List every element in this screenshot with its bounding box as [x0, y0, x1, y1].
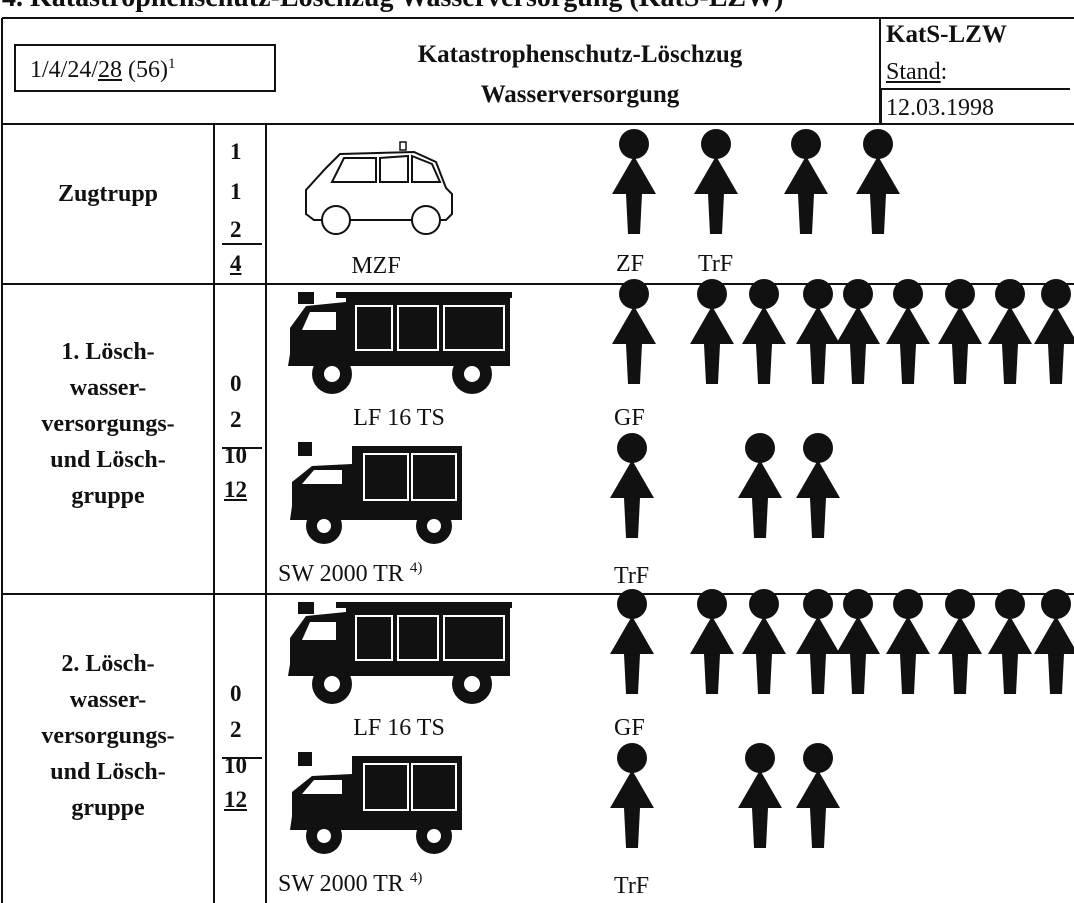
person-icon — [856, 129, 900, 234]
person-icon — [690, 589, 734, 694]
person-icon — [1034, 279, 1074, 384]
person-icon — [886, 589, 930, 694]
vehicle-label: SW 2000 TR 4) — [278, 870, 423, 897]
person-icon — [690, 279, 734, 384]
strength-c: 2 — [230, 217, 242, 242]
fire-truck-icon — [290, 442, 462, 544]
strength-a: 1 — [230, 139, 242, 164]
person-icon — [612, 279, 656, 384]
car-icon — [305, 141, 453, 235]
person-icon — [742, 279, 786, 384]
strength-total: 12 — [224, 787, 247, 812]
person-icon — [938, 589, 982, 694]
row-name: versorgungs- — [41, 411, 175, 437]
person-icon — [836, 279, 880, 384]
header-title-line2: Wasserversorgung — [480, 81, 680, 108]
row-name: und Lösch- — [50, 759, 166, 785]
row-name: gruppe — [71, 795, 145, 821]
person-icon — [610, 433, 654, 538]
row-name: 1. Lösch- — [61, 339, 155, 365]
row-name: und Lösch- — [50, 447, 166, 473]
person-icon — [988, 279, 1032, 384]
person-icon — [938, 279, 982, 384]
strength-a: 0 — [230, 681, 242, 706]
person-icon — [738, 433, 782, 538]
vehicle-label: SW 2000 TR 4) — [278, 560, 423, 587]
fire-truck-icon — [290, 752, 462, 854]
strength-c: 10 — [224, 443, 247, 468]
person-icon — [836, 589, 880, 694]
person-icon — [988, 589, 1032, 694]
row-name: versorgungs- — [41, 723, 175, 749]
strength-b: 2 — [230, 717, 242, 742]
strength-b: 1 — [230, 179, 242, 204]
role-label: GF — [614, 715, 645, 741]
fire-truck-icon — [288, 602, 512, 704]
person-icon — [886, 279, 930, 384]
person-icon — [610, 589, 654, 694]
row-name: wasser- — [69, 375, 147, 401]
header-title-line1: Katastrophenschutz-Löschzug — [417, 41, 743, 68]
code-box — [14, 44, 276, 92]
role-label: GF — [614, 405, 645, 431]
person-icon — [796, 279, 840, 384]
row-name: wasser- — [69, 687, 147, 713]
person-icon — [738, 743, 782, 848]
person-icon — [694, 129, 738, 234]
unit-abbreviation: KatS-LZW — [886, 21, 1007, 48]
row-name: gruppe — [71, 483, 145, 509]
person-icon — [610, 743, 654, 848]
strength-a: 0 — [230, 371, 242, 396]
fire-truck-icon — [288, 292, 512, 394]
person-icon — [1034, 589, 1074, 694]
unit-code-underlined: 28 — [98, 57, 123, 83]
person-icon — [796, 743, 840, 848]
person-icon — [796, 589, 840, 694]
strength-c: 10 — [224, 753, 247, 778]
page-title: 4. Katastrophenschutz-Löschzug Wasserver… — [2, 0, 783, 12]
row-name: 2. Lösch- — [61, 651, 155, 677]
vehicle-label: LF 16 TS — [353, 405, 445, 431]
vehicle-label: LF 16 TS — [353, 715, 445, 741]
stand-date: 12.03.1998 — [886, 95, 994, 121]
strength-b: 2 — [230, 407, 242, 432]
role-label: TrF — [698, 251, 734, 277]
role-label: ZF — [616, 251, 645, 277]
footnote-mark: 1 — [168, 56, 176, 72]
role-label: TrF — [614, 563, 650, 589]
strength-total: 12 — [224, 477, 247, 502]
unit-code-prefix: 1/4/24/ — [30, 57, 99, 83]
role-label: TrF — [614, 873, 650, 899]
date-box — [880, 88, 1070, 124]
unit-code-suffix: (56) — [122, 57, 168, 83]
person-icon — [796, 433, 840, 538]
strength-total: 4 — [230, 251, 242, 276]
stand-label: Stand: — [886, 59, 948, 85]
unit-code: 1/4/24/28 (56)1 — [30, 56, 176, 83]
vehicle-label: MZF — [351, 253, 401, 279]
person-icon — [784, 129, 828, 234]
row-name: Zugtrupp — [57, 181, 159, 207]
person-icon — [742, 589, 786, 694]
person-icon — [612, 129, 656, 234]
